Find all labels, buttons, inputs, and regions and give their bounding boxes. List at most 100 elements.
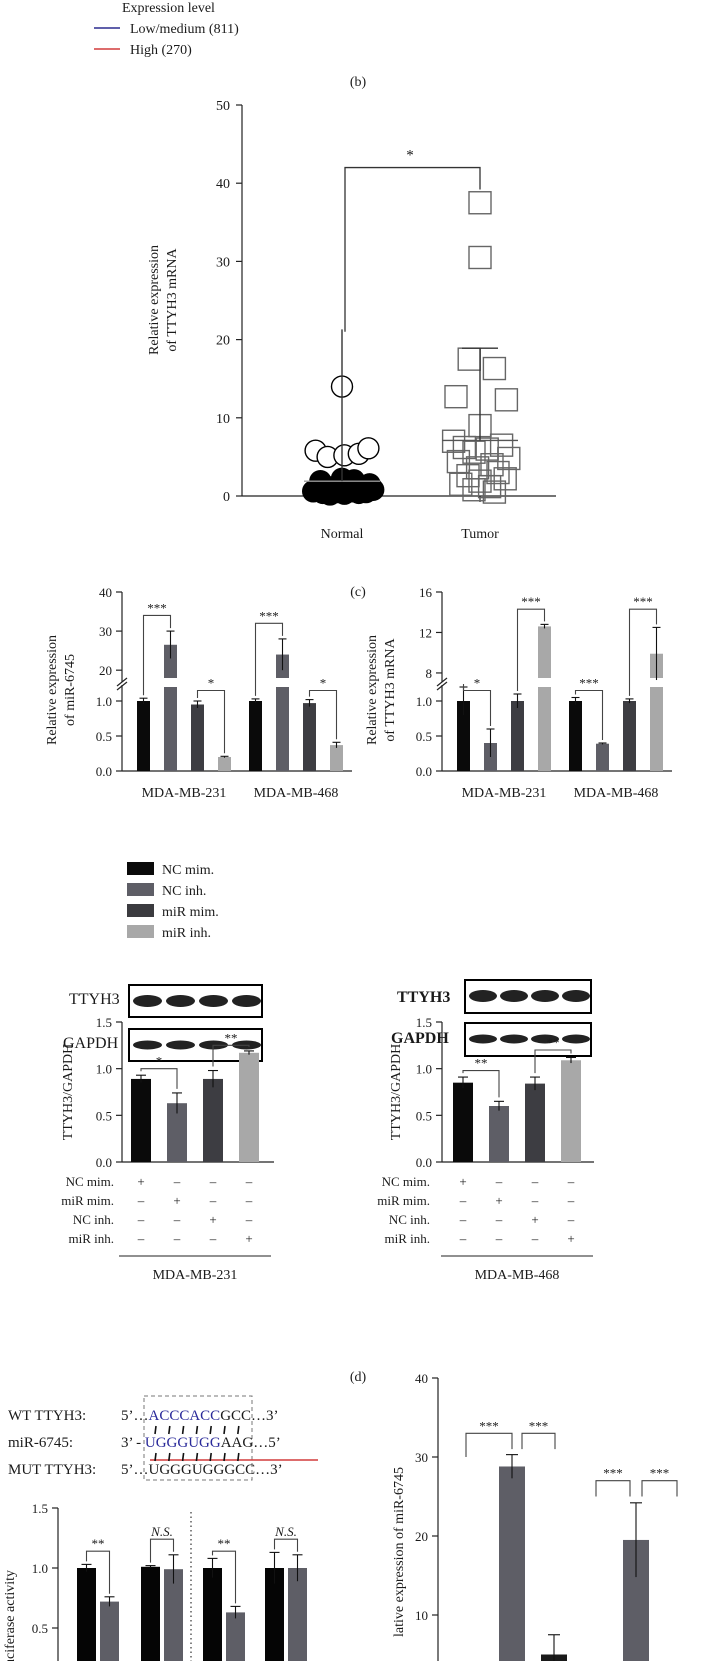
significance-bracket bbox=[140, 1068, 178, 1089]
treatment-row-label: miR mim. bbox=[61, 1193, 114, 1208]
treatment-sign: – bbox=[531, 1231, 539, 1246]
treatment-sign: + bbox=[567, 1231, 574, 1246]
significance-label: N.S. bbox=[150, 1524, 173, 1539]
c-y-tick-label: 30 bbox=[216, 255, 230, 270]
treatment-sign: – bbox=[137, 1193, 145, 1208]
blot-231-ttyh3-bands bbox=[133, 995, 261, 1007]
y-tick-label: 20 bbox=[99, 663, 112, 678]
y-tick-label: 10 bbox=[415, 1608, 428, 1623]
seq-mut-rest: GCC…3’ bbox=[224, 1462, 282, 1478]
legend-b-label-high: High (270) bbox=[130, 43, 192, 58]
legend-d-label-mir-inh: miR inh. bbox=[162, 926, 211, 941]
c-point-tumor bbox=[489, 433, 514, 457]
treatment-row-label: NC inh. bbox=[73, 1212, 114, 1227]
blot-band bbox=[166, 1040, 195, 1050]
seq-wt: 5’…ACCCACCGCC…3’ bbox=[121, 1408, 279, 1424]
treatment-row-label: miR inh. bbox=[384, 1231, 430, 1246]
c-point-tumor bbox=[444, 384, 468, 409]
bar bbox=[453, 1082, 473, 1162]
significance-label: *** bbox=[521, 594, 541, 609]
y-tick-label: 0.5 bbox=[96, 1108, 112, 1123]
treatment-row-label: NC mim. bbox=[382, 1174, 430, 1189]
c-y-tick-label: 20 bbox=[216, 334, 230, 349]
seq-mut-seed: UGGGUGG bbox=[149, 1462, 225, 1478]
significance-label: * bbox=[320, 676, 327, 691]
bar bbox=[249, 701, 262, 771]
blot-band bbox=[500, 1034, 528, 1044]
significance-bracket bbox=[212, 1044, 250, 1067]
treatment-sign: – bbox=[495, 1174, 503, 1189]
seq-wt-label: WT TTYH3: bbox=[8, 1408, 86, 1424]
blot-231-control-label: GAPDH bbox=[63, 1035, 119, 1052]
significance-label: *** bbox=[147, 600, 167, 615]
c-point-tumor bbox=[482, 356, 507, 381]
significance-label: N.S. bbox=[274, 1524, 297, 1539]
c-x-tick-label: Normal bbox=[321, 527, 364, 542]
x-category-label: MDA-MB-468 bbox=[574, 786, 659, 801]
c-y-tick-label: 50 bbox=[216, 99, 230, 114]
blot-468-gapdh-bands bbox=[469, 1034, 590, 1044]
treatment-sign: – bbox=[459, 1193, 467, 1208]
significance-bracket bbox=[521, 1432, 556, 1450]
bar bbox=[623, 701, 636, 771]
c-point-normal bbox=[357, 437, 380, 460]
treatment-sign: – bbox=[245, 1174, 253, 1189]
c-point-tumor bbox=[462, 478, 486, 502]
treatment-row-label: NC mim. bbox=[66, 1174, 114, 1189]
pair-tick bbox=[181, 1425, 185, 1435]
treatment-sign: – bbox=[209, 1174, 217, 1189]
blot-band bbox=[199, 995, 228, 1007]
legend-d-label-nc-inh: NC inh. bbox=[162, 884, 206, 899]
x-category-label: MDA-MB-231 bbox=[462, 786, 547, 801]
significance-label: ** bbox=[218, 1536, 231, 1551]
y-tick-label: 8 bbox=[426, 666, 433, 681]
treatment-row-label: NC inh. bbox=[389, 1212, 430, 1227]
c-point-tumor bbox=[482, 480, 507, 504]
treatment-row-label: miR inh. bbox=[68, 1231, 114, 1246]
bar bbox=[303, 703, 316, 771]
significance-label: ** bbox=[547, 1035, 560, 1050]
significance-label: * bbox=[474, 676, 481, 691]
blot-231-protein-label: TTYH3 bbox=[69, 991, 120, 1008]
significance-label: *** bbox=[650, 1466, 670, 1481]
y-tick-label: 1.0 bbox=[96, 694, 112, 709]
legend-b-title: Expression level bbox=[122, 1, 215, 16]
blot-band bbox=[562, 1034, 590, 1044]
significance-bracket bbox=[516, 608, 546, 691]
y-axis-label-line: Relative expression bbox=[45, 635, 60, 745]
seq-wt-prefix: 5’… bbox=[121, 1408, 149, 1424]
y-axis-label: TTYH3/GAPDH bbox=[389, 1044, 404, 1140]
y-axis-label: uciferase activity bbox=[3, 1570, 18, 1661]
bar bbox=[538, 687, 551, 771]
c-y-label-line: of TTYH3 mRNA bbox=[165, 248, 180, 352]
pair-tick bbox=[223, 1425, 226, 1435]
y-tick-label: 0.5 bbox=[416, 729, 432, 744]
panel-label-d: (d) bbox=[350, 1370, 367, 1385]
y-tick-label: 1.5 bbox=[32, 1501, 48, 1516]
y-tick-label: 30 bbox=[99, 624, 112, 639]
bar bbox=[596, 743, 609, 771]
sequence-alignment: WT TTYH3: 5’…ACCCACCGCC…3’ miR-6745: 3’ … bbox=[8, 1395, 318, 1481]
blot-band bbox=[531, 1034, 559, 1044]
axis-break-mark bbox=[116, 677, 128, 687]
c-significance-label: * bbox=[406, 148, 414, 164]
c-point-tumor bbox=[452, 435, 477, 460]
y-axis-label-line: Relative expression bbox=[365, 635, 380, 745]
cell-line-label: MDA-MB-231 bbox=[153, 1268, 238, 1283]
bar bbox=[561, 1060, 581, 1162]
pair-tick bbox=[209, 1425, 212, 1435]
y-tick-label: 1.5 bbox=[96, 1015, 112, 1030]
cell-line-label: MDA-MB-468 bbox=[475, 1268, 560, 1283]
blot-468-ttyh3-bands bbox=[469, 990, 590, 1002]
significance-bracket bbox=[142, 614, 172, 696]
base-pair-ticks bbox=[154, 1425, 240, 1462]
y-tick-label: 0.5 bbox=[32, 1621, 48, 1636]
bar bbox=[330, 745, 343, 771]
seq-mut-label: MUT TTYH3: bbox=[8, 1462, 96, 1478]
bar bbox=[650, 687, 663, 771]
significance-bracket bbox=[574, 689, 604, 740]
significance-bracket bbox=[465, 1432, 513, 1457]
